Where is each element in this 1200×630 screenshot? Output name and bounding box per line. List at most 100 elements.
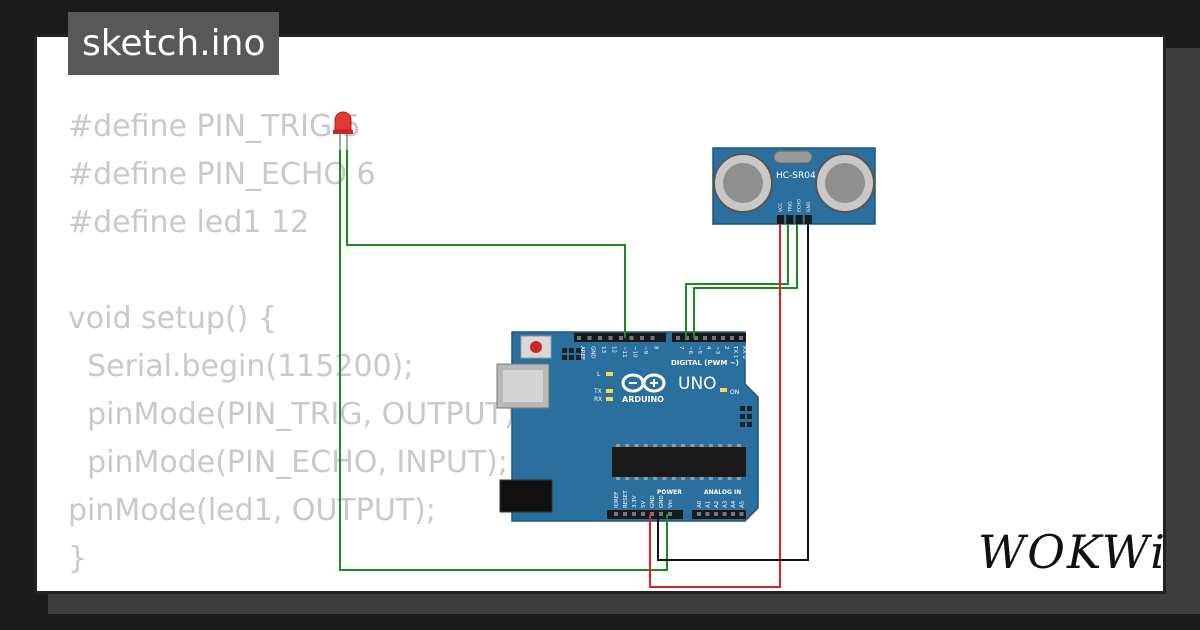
power-pin-label: RESET <box>623 490 629 508</box>
analog-pin-label: A5 <box>740 500 746 508</box>
sensor-pin[interactable] <box>804 215 812 224</box>
digital-pin-label: ~5 <box>696 346 702 355</box>
usb-inner <box>503 370 543 402</box>
code-line: #define led1 12 <box>68 205 310 240</box>
analog-header-label: ANALOG IN <box>704 489 741 496</box>
power-pin[interactable] <box>659 512 663 516</box>
analog-pin[interactable] <box>714 512 718 516</box>
power-pin-label: 3.3V <box>632 495 638 508</box>
wire-led-anode-pin12[interactable] <box>346 150 626 338</box>
digital-pin[interactable] <box>712 336 716 340</box>
chip-pin <box>616 477 620 480</box>
digital-pin[interactable] <box>721 336 725 340</box>
wire-gnd-gnd[interactable] <box>657 224 809 561</box>
power-pins[interactable] <box>614 512 744 516</box>
digital-pin[interactable] <box>577 336 581 340</box>
rx-label: RX <box>594 396 602 403</box>
digital-pin-label: 8 <box>653 346 659 350</box>
on-label: ON <box>730 389 739 396</box>
code-editor[interactable]: #define PIN_TRIG 5#define PIN_ECHO 6#def… <box>68 103 526 583</box>
chip-pin <box>709 444 713 447</box>
digital-pin[interactable] <box>730 336 734 340</box>
reset-button-cap <box>530 341 542 353</box>
sensor-pin[interactable] <box>786 215 794 224</box>
icsp-header <box>562 348 752 427</box>
board-model-label: UNO <box>678 374 717 394</box>
chip-pin <box>643 444 648 447</box>
analog-pin-label: A2 <box>714 501 720 508</box>
sensor-pin-label: GND <box>806 201 812 212</box>
digital-pin[interactable] <box>598 336 602 340</box>
power-pin[interactable] <box>614 512 618 516</box>
analog-pin[interactable] <box>731 512 735 516</box>
digital-pin-label: ~10 <box>632 346 638 358</box>
power-pin[interactable] <box>668 512 672 516</box>
wire-vcc-5v[interactable] <box>649 224 781 588</box>
digital-pin[interactable] <box>608 336 613 340</box>
digital-pin[interactable] <box>703 336 707 340</box>
wire-trig-pin5[interactable] <box>685 224 789 338</box>
digital-pin[interactable] <box>694 336 698 340</box>
power-pin[interactable] <box>623 512 627 516</box>
red-led[interactable] <box>333 111 353 150</box>
chip-pin <box>681 444 686 447</box>
microcontroller-chip <box>612 447 746 477</box>
analog-pin[interactable] <box>722 512 727 516</box>
digital-pin[interactable] <box>739 336 743 340</box>
code-line: void setup() { <box>68 301 277 336</box>
digital-header-label: DIGITAL (PWM ~) <box>671 359 739 367</box>
power-pin[interactable] <box>641 512 645 516</box>
analog-pin[interactable] <box>697 512 701 516</box>
arduino-logo-icon <box>621 373 666 393</box>
wokwi-logo: WOKWi <box>978 525 1167 579</box>
sensor-pins[interactable] <box>777 215 812 224</box>
power-pin[interactable] <box>650 512 654 516</box>
chip-pin <box>643 477 648 480</box>
sensor-pin-label: ECHO <box>797 199 803 212</box>
chip-pin <box>690 444 695 447</box>
chip-pin <box>681 477 686 480</box>
wires <box>339 150 809 588</box>
chip-pin <box>690 477 695 480</box>
power-pin-label: IOREF <box>614 492 620 508</box>
wire-led-cathode-gnd[interactable] <box>339 150 668 571</box>
wire-echo-pin6[interactable] <box>693 224 798 338</box>
power-pin-label: GND <box>650 495 656 508</box>
chip-pin <box>653 477 658 480</box>
chip-pin <box>718 477 723 480</box>
digital-pin-label: TX 1 <box>732 345 738 358</box>
digital-pin[interactable] <box>650 336 655 340</box>
sensor-pin[interactable] <box>777 215 784 224</box>
digital-pin[interactable] <box>587 336 592 340</box>
code-line: Serial.begin(115200); <box>68 349 414 384</box>
chip-pin <box>634 444 639 447</box>
digital-pin-label: ~11 <box>621 346 627 358</box>
digital-pin[interactable] <box>629 336 634 340</box>
led-body-icon <box>334 111 352 131</box>
digital-pin-label: AREF <box>579 346 585 360</box>
power-pin[interactable] <box>632 512 636 516</box>
crystal-icon <box>773 150 813 164</box>
chip-pin <box>736 444 741 447</box>
power-pin-label: Vin <box>668 499 674 508</box>
transducer-mesh-right <box>825 163 865 203</box>
digital-pin[interactable] <box>640 336 644 340</box>
analog-pin[interactable] <box>705 512 710 516</box>
file-tab[interactable]: sketch.ino <box>68 12 280 75</box>
sensor-pin[interactable] <box>795 215 803 224</box>
chip-pin <box>736 477 741 480</box>
arduino-uno-board[interactable]: DIGITAL (PWM ~) UNO ARDUINO L TX RX ON P… <box>496 331 759 522</box>
digital-pin[interactable] <box>676 336 680 340</box>
on-led-icon <box>720 388 727 392</box>
digital-pin-label: RX 0 <box>741 346 747 359</box>
analog-pin[interactable] <box>739 512 744 516</box>
digital-pin[interactable] <box>619 336 623 340</box>
transducer-mesh-left <box>723 163 763 203</box>
analog-pin-label: A3 <box>723 500 729 508</box>
sensor-pin-label: TRIG <box>787 201 793 213</box>
chip-pin <box>709 477 713 480</box>
